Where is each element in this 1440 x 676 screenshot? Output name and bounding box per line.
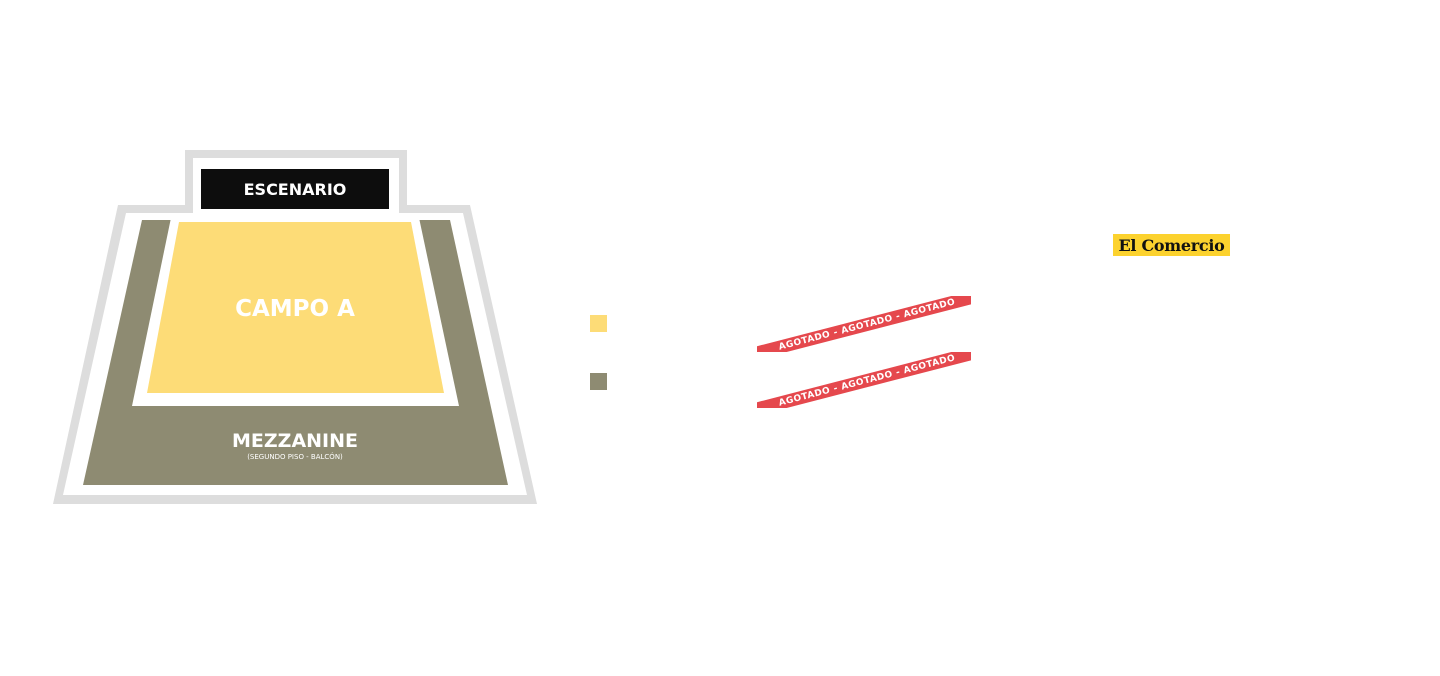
legend-swatch-mezzanine: [590, 373, 607, 390]
stage-label: ESCENARIO: [244, 180, 347, 199]
mezzanine-sublabel: (SEGUNDO PISO - BALCÓN): [247, 452, 343, 461]
sold-out-text: AGOTADO - AGOTADO - AGOTADO: [777, 352, 957, 408]
sold-out-ribbon-mezzanine: AGOTADO - AGOTADO - AGOTADO: [757, 352, 971, 408]
venue-map: ESCENARIO CAMPO A MEZZANINE (SEGUNDO PIS…: [53, 150, 537, 504]
sold-out-ribbon-campo-a: AGOTADO - AGOTADO - AGOTADO: [757, 296, 971, 352]
el-comercio-logo: El Comercio: [1113, 234, 1230, 256]
stage: [201, 169, 389, 209]
mezzanine-label: MEZZANINE: [232, 430, 358, 452]
sold-out-text: AGOTADO - AGOTADO - AGOTADO: [777, 296, 957, 352]
legend-swatch-campo-a: [590, 315, 607, 332]
campo-a-label: CAMPO A: [235, 296, 355, 322]
zone-campo-a[interactable]: [147, 222, 444, 393]
